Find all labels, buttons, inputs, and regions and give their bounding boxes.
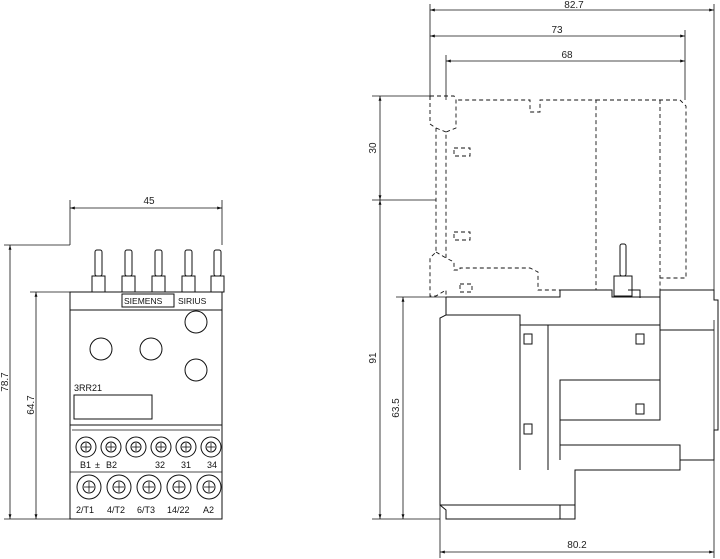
aux-terminal [175,436,197,458]
dim-depth-80-2: 80.2 [439,320,715,558]
dim-depth-80-2-label: 80.2 [567,540,587,551]
dial-circle [184,358,208,382]
aux-terminal [125,436,147,458]
aux-terminal [100,436,122,458]
dim-depth-73-label: 73 [551,25,563,36]
dim-width-45: 45 [69,196,223,245]
dial-circle [184,310,208,334]
pin [210,249,225,293]
brand-sirius: SIRIUS [178,296,207,306]
contactor-outline-dashed [429,95,687,298]
overload-relay-body [439,289,719,520]
main-label-2t1: 2/T1 [76,505,94,515]
dim-height-64-7-label: 64.7 [26,395,37,415]
dim-height-64-7: 64.7 [26,291,70,519]
dim-depth-68: 68 [445,50,685,100]
main-terminal-row [76,474,222,500]
dim-height-63-5: 63.5 [391,296,446,519]
aux-label-34: 34 [207,460,217,470]
pin [181,249,196,293]
main-label-4t2: 4/T2 [107,505,125,515]
brand-strip: SIEMENS SIRIUS [121,293,207,308]
main-terminal [196,474,222,500]
main-label-a2: A2 [203,505,214,515]
pin [121,249,136,293]
main-terminal [166,474,192,500]
dim-width-45-label: 45 [143,196,155,207]
dim-depth-68-label: 68 [561,50,573,61]
dim-height-30-label: 30 [368,142,379,154]
front-view: 45 78.7 64.7 [0,196,225,520]
pin [151,249,166,293]
brand-siemens: SIEMENS [124,296,163,306]
dim-height-91: 91 [368,200,440,520]
aux-terminal [200,436,222,458]
side-pin [613,243,641,298]
dim-height-63-5-label: 63.5 [391,398,402,418]
dim-depth-82-7-label: 82.7 [564,0,584,11]
main-terminal [136,474,162,500]
main-terminal [106,474,132,500]
main-label-6t3: 6/T3 [137,505,155,515]
side-view: 82.7 73 68 30 91 63.5 [368,0,719,558]
front-pins [91,249,225,293]
pin [91,249,106,293]
dim-height-30: 30 [368,95,436,201]
dim-height-91-label: 91 [368,352,379,364]
dial-circle [139,337,163,361]
main-terminal [76,474,102,500]
dim-height-78-7: 78.7 [0,244,70,520]
aux-label-32: 32 [155,460,165,470]
aux-label-b2: B2 [106,460,117,470]
aux-terminal [75,436,97,458]
aux-label-31: 31 [181,460,191,470]
dim-height-78-7-label: 78.7 [0,372,11,392]
aux-terminal-row [75,436,222,458]
aux-terminal [150,436,172,458]
main-label-14-22: 14/22 [167,505,190,515]
dim-depth-73: 73 [430,25,686,100]
dim-depth-82-7: 82.7 [429,0,715,300]
dial-circle [89,337,113,361]
aux-symbol: ± [95,460,100,470]
aux-label-b1: B1 [80,460,91,470]
label-plate [73,394,153,420]
model-label: 3RR21 [74,383,102,393]
